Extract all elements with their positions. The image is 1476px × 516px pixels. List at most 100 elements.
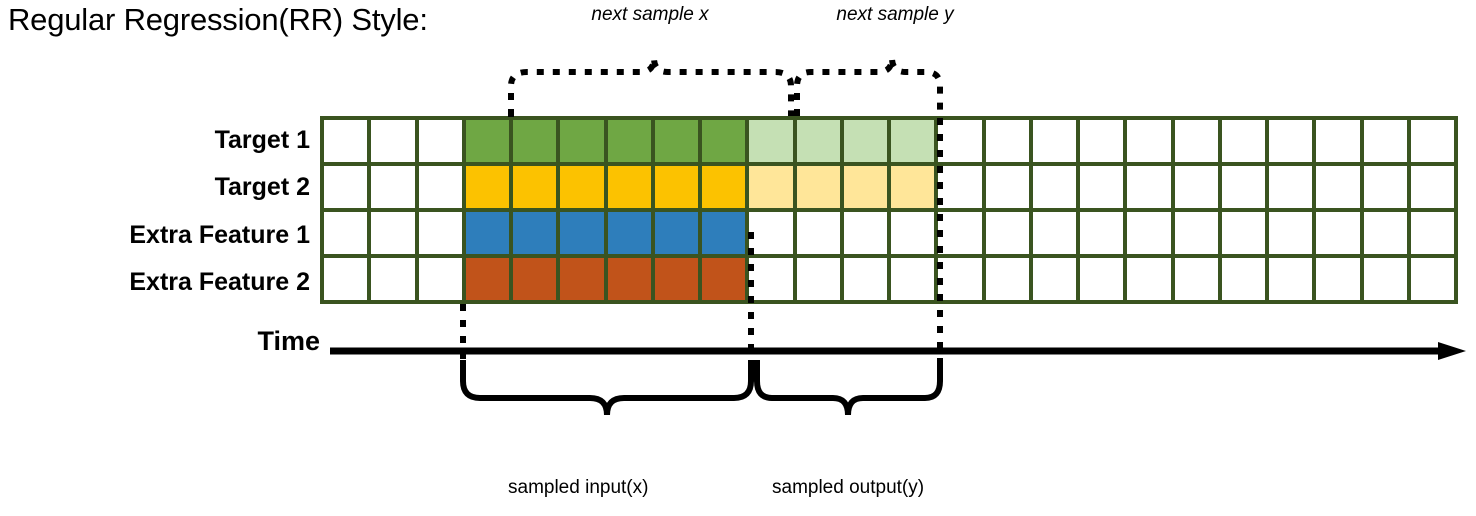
timeline-grid xyxy=(320,116,1458,304)
grid-cell xyxy=(891,258,935,300)
grid-cell xyxy=(418,258,462,300)
grid-cell xyxy=(607,120,651,162)
grid-cell xyxy=(1127,166,1171,208)
grid-cell xyxy=(891,120,935,162)
grid-cell xyxy=(702,212,746,254)
grid-cell xyxy=(1032,258,1076,300)
grid-cell xyxy=(1174,258,1218,300)
grid-cell xyxy=(371,166,415,208)
grid-cell xyxy=(324,258,368,300)
grid-row-target-1 xyxy=(324,120,1454,162)
grid-cell xyxy=(418,212,462,254)
grid-cell xyxy=(1174,166,1218,208)
grid-cell xyxy=(1174,212,1218,254)
grid-cell xyxy=(749,212,793,254)
grid-cell xyxy=(418,166,462,208)
grid-cell xyxy=(796,120,840,162)
grid-cell xyxy=(1080,166,1124,208)
grid-cell xyxy=(938,258,982,300)
grid-cell xyxy=(1080,212,1124,254)
grid-cell xyxy=(1221,166,1265,208)
brace-sampled-output xyxy=(754,360,943,416)
grid-cell xyxy=(1410,212,1454,254)
grid-cell xyxy=(938,212,982,254)
grid-cell xyxy=(843,212,887,254)
grid-cell xyxy=(607,212,651,254)
grid-cell xyxy=(654,258,698,300)
grid-cell xyxy=(1269,258,1313,300)
grid-cell xyxy=(985,212,1029,254)
grid-cell xyxy=(513,120,557,162)
caption-sampled-input: sampled input(x) lookback=6 input_featur… xyxy=(508,423,688,516)
grid-cell xyxy=(1127,212,1171,254)
grid-cell xyxy=(843,258,887,300)
caption-input-line-1: sampled input(x) xyxy=(508,477,649,499)
grid-cell xyxy=(938,166,982,208)
grid-cell xyxy=(1410,120,1454,162)
grid-row-target-2 xyxy=(324,166,1454,208)
grid-cell xyxy=(560,212,604,254)
grid-cell xyxy=(1269,212,1313,254)
grid-cell xyxy=(371,120,415,162)
grid-cell xyxy=(1174,120,1218,162)
grid-cell xyxy=(607,166,651,208)
grid-cell xyxy=(465,258,509,300)
grid-cell xyxy=(654,212,698,254)
grid-cell xyxy=(1221,212,1265,254)
time-axis-label: Time xyxy=(257,326,320,356)
grid-cell xyxy=(985,166,1029,208)
grid-cell xyxy=(560,166,604,208)
grid-cell xyxy=(749,120,793,162)
grid-cell xyxy=(843,120,887,162)
grid-cell xyxy=(749,166,793,208)
grid-cell xyxy=(513,166,557,208)
grid-cell xyxy=(1269,166,1313,208)
grid-cell xyxy=(324,212,368,254)
grid-cell xyxy=(607,258,651,300)
grid-cell xyxy=(371,258,415,300)
row-label-extra-feature-2: Extra Feature 2 xyxy=(129,268,310,296)
grid-cell xyxy=(1221,258,1265,300)
grid-cell xyxy=(654,120,698,162)
grid-cell xyxy=(985,258,1029,300)
grid-cell xyxy=(1032,120,1076,162)
grid-cell xyxy=(796,212,840,254)
time-axis-arrow xyxy=(330,342,1466,360)
grid-cell xyxy=(465,120,509,162)
grid-cell xyxy=(418,120,462,162)
grid-cell xyxy=(702,258,746,300)
grid-cell xyxy=(796,166,840,208)
grid-cell xyxy=(1080,258,1124,300)
grid-cell xyxy=(465,212,509,254)
grid-cell xyxy=(1363,166,1407,208)
grid-cell xyxy=(560,258,604,300)
grid-cell xyxy=(891,166,935,208)
grid-cell xyxy=(1363,120,1407,162)
grid-cell xyxy=(1080,120,1124,162)
brace-next-sample-x xyxy=(508,57,794,116)
grid-cell xyxy=(1269,120,1313,162)
grid-cell xyxy=(513,258,557,300)
grid-cell xyxy=(560,120,604,162)
grid-cell xyxy=(702,120,746,162)
brace-sampled-input xyxy=(460,360,754,416)
grid-cell xyxy=(324,166,368,208)
row-label-target-2: Target 2 xyxy=(214,173,310,201)
caption-sampled-output: sampled output(y) horizon=4 output_featu… xyxy=(772,423,964,516)
row-label-extra-feature-1: Extra Feature 1 xyxy=(129,221,310,249)
grid-cell xyxy=(1316,120,1360,162)
annotation-next-sample-x: next sample x xyxy=(591,4,709,25)
grid-cell xyxy=(324,120,368,162)
grid-cell xyxy=(1032,212,1076,254)
grid-cell xyxy=(796,258,840,300)
brace-next-sample-y xyxy=(794,57,943,116)
grid-cell xyxy=(843,166,887,208)
grid-cell xyxy=(985,120,1029,162)
grid-cell xyxy=(1221,120,1265,162)
grid-cell xyxy=(1316,258,1360,300)
grid-row-extra-feature-2 xyxy=(324,258,1454,300)
grid-cell xyxy=(1316,166,1360,208)
grid-cell xyxy=(702,166,746,208)
grid-cell xyxy=(1363,212,1407,254)
